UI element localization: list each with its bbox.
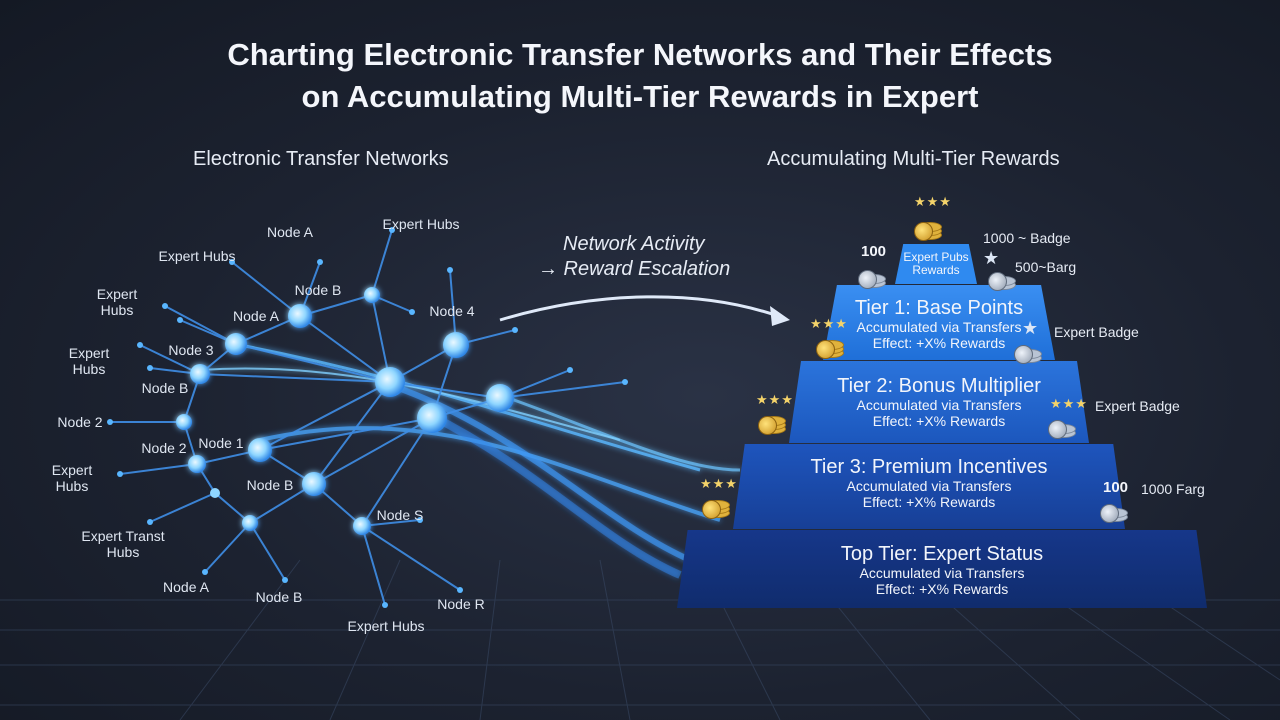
- node-label: Node R: [437, 596, 485, 612]
- silver-coin-icon: [858, 266, 886, 289]
- tier-title: Tier 2: Bonus Multiplier: [837, 375, 1041, 397]
- stars-icon: ★★★: [1050, 396, 1088, 411]
- node-label: Node A: [233, 308, 279, 324]
- rewards-section-label: Accumulating Multi-Tier Rewards: [767, 148, 1060, 170]
- network-node: [188, 455, 206, 473]
- node-label: Node 3: [168, 342, 214, 358]
- node-label: Expert Hubs: [158, 248, 236, 264]
- title-line-1: Charting Electronic Transfer Networks an…: [227, 37, 1053, 72]
- silver-coin-icon: [1014, 341, 1042, 364]
- arrow-caption-line-2: → Reward Escalation: [538, 258, 731, 280]
- top-tier-block: Top Tier: Expert Status Accumulated via …: [677, 530, 1207, 608]
- network-node: [248, 438, 272, 462]
- coin-stack-icon: [702, 494, 730, 519]
- reward-number: 100: [861, 243, 887, 260]
- silver-coin-icon: [988, 268, 1016, 291]
- tier-title: Tier 3: Premium Incentives: [810, 456, 1048, 478]
- tier-line: Accumulated via Transfers: [846, 478, 1012, 494]
- node-label: Expert Hubs: [347, 618, 425, 634]
- grid-floor: [0, 559, 1280, 720]
- network-node: [302, 472, 326, 496]
- tier-title: Tier 1: Base Points: [854, 297, 1024, 319]
- badge-label: 1000 Farg: [1141, 481, 1205, 497]
- tier-line: Accumulated via Transfers: [856, 397, 1022, 413]
- node-label: Expert Hubs: [96, 286, 138, 318]
- stars-icon: ★★★: [914, 194, 952, 209]
- network-node: [176, 414, 192, 430]
- badge-label: Expert Badge: [1095, 398, 1180, 414]
- network-nodes: [176, 287, 514, 535]
- pyramid-cap: Expert Pubs Rewards: [895, 244, 977, 284]
- title-line-2: on Accumulating Multi-Tier Rewards in Ex…: [301, 79, 979, 114]
- silver-star-icon: ★: [983, 248, 1000, 268]
- node-label: Expert Hubs: [68, 345, 110, 377]
- stars-icon: ★★★: [700, 476, 738, 491]
- network-node: [242, 515, 258, 531]
- tier-line: Effect: +X% Rewards: [872, 413, 1006, 429]
- arrow-caption: Network Activity → Reward Escalation: [538, 232, 730, 282]
- coin-stack-icon: [816, 334, 844, 359]
- tier-3-block: Tier 3: Premium Incentives Accumulated v…: [733, 444, 1125, 529]
- tier-title: Top Tier: Expert Status: [840, 543, 1044, 565]
- network-edges: [110, 229, 626, 606]
- hub-node-lower: [417, 403, 447, 433]
- node-label: Expert Hubs: [382, 216, 460, 232]
- arrow-caption-line-1: Network Activity: [563, 233, 705, 255]
- network-section-label: Electronic Transfer Networks: [193, 148, 449, 170]
- node-label: Expert Transt Hubs: [81, 528, 165, 560]
- node-label: Node A: [163, 579, 209, 595]
- reward-number: 100: [1103, 479, 1129, 496]
- silver-coin-icon: [1048, 416, 1076, 439]
- node-label: Node B: [141, 380, 189, 396]
- network-node: [225, 333, 247, 355]
- node-label: Node B: [255, 589, 303, 605]
- tier-line: Accumulated via Transfers: [856, 319, 1022, 335]
- node-label: Node 4: [429, 303, 475, 319]
- node-label: Node 2: [57, 414, 103, 430]
- stars-icon: ★★★: [810, 316, 848, 331]
- node-label: Node S: [376, 507, 424, 523]
- escalation-arrow: [499, 295, 776, 322]
- badge-label: Expert Badge: [1054, 324, 1139, 340]
- silver-star-icon: ★: [1022, 318, 1039, 338]
- flow-streams: [199, 343, 741, 579]
- node-label: Expert Hubs: [51, 462, 93, 494]
- node-label: Node B: [246, 477, 294, 493]
- network-node: [364, 287, 380, 303]
- cap-line-2: Rewards: [912, 263, 960, 277]
- network-node: [353, 517, 371, 535]
- silver-coin-icon: [1100, 500, 1128, 523]
- stars-icon: ★★★: [756, 392, 794, 407]
- escalation-arrowhead: [770, 306, 790, 326]
- node-label: Node 2: [141, 440, 187, 456]
- network-node: [486, 384, 514, 412]
- tier-line: Effect: +X% Rewards: [872, 335, 1006, 351]
- tier-2-block: Tier 2: Bonus Multiplier Accumulated via…: [789, 361, 1089, 443]
- network-node: [190, 364, 210, 384]
- badge-label: 500~Barg: [1015, 259, 1077, 275]
- tier-line: Effect: +X% Rewards: [875, 581, 1009, 597]
- tier-line: Accumulated via Transfers: [859, 565, 1025, 581]
- badge-label: 1000 ~ Badge: [983, 230, 1071, 246]
- diagram-title: Charting Electronic Transfer Networks an…: [0, 34, 1280, 118]
- cap-line-1: Expert Pubs: [903, 250, 969, 264]
- coin-stack-icon: [758, 410, 786, 435]
- node-label: Node 1: [198, 435, 244, 451]
- coin-stack-icon: [914, 216, 942, 241]
- node-label: Node A: [267, 224, 313, 240]
- tier-line: Effect: +X% Rewards: [862, 494, 996, 510]
- network-node: [443, 332, 469, 358]
- network-endpoints: [107, 227, 628, 608]
- node-label: Node B: [294, 282, 342, 298]
- network-node: [288, 304, 312, 328]
- hub-node-center: [375, 367, 405, 397]
